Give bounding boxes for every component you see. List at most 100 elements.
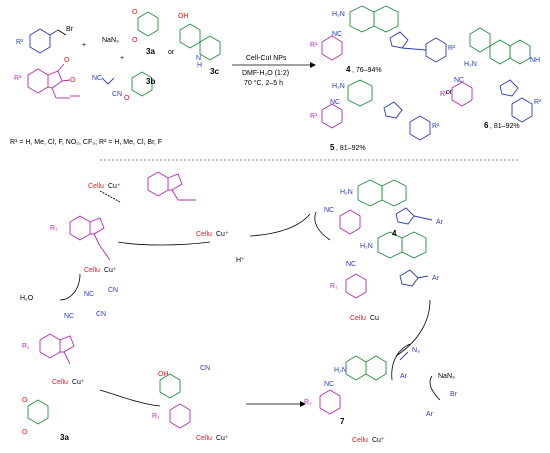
cu-plus-label: Cu⁺ [216,435,229,442]
curved-arrow [117,241,211,246]
h2n-label: H₂N [334,367,347,374]
cn-label: CN [200,365,210,372]
curved-arrow [99,389,161,407]
solvent-label: DMF-H₂O (1:2) [242,70,289,77]
mech-knoevenagel-adduct: NC CN R₁ Cellu Cu⁺ [22,311,106,386]
nc-label: NC [330,99,340,106]
nc-label: NC [92,75,102,82]
product-4-yield: , 76–94% [352,67,382,74]
or-label: or [168,49,175,56]
h2n-label: H₂N [332,83,345,90]
product-5-yield: , 81–92% [336,145,366,152]
oxygen-label: O [70,77,76,84]
nc-label: NC [324,207,334,214]
product-5-structure: H₂N NC R¹ R² [310,79,440,141]
mech-malononitrile: NC CN [84,287,118,298]
oxygen-label: O [22,397,28,404]
cellu-label: Cellu [352,437,368,444]
mech-cu-triazolide: H₂N NC R₁ Ar Cellu Cu [330,231,440,322]
r1-label: R¹ [310,113,318,120]
temp-time-label: 70 °C, 2–5 h [244,79,283,87]
nan3-label: NaN₃ [438,373,455,380]
r1-label: R₁ [330,283,338,290]
curved-arrow [314,211,331,241]
cu-plus-label: Cu⁺ [372,437,385,444]
br-label: Br [450,391,458,398]
product-4-structure: H₂N NC R¹ R² [310,5,456,63]
label-3a: 3a [146,47,155,56]
plus-sign: + [120,55,124,62]
label-3b: 3b [146,77,155,86]
h2n-label: H₂N [340,189,353,196]
r1-label: R¹ [310,42,318,49]
oh-label: OH [158,371,169,378]
br-label: Br [66,26,74,33]
cu-plus-label: Cu⁺ [72,379,85,386]
arrow-head [300,401,306,407]
cellu-label: Cellu [350,315,366,322]
reaction-arrow [232,62,316,68]
malononitrile-structure: NC CN [92,75,122,98]
r1-label: R₁ [50,225,58,232]
cu-plus-label: Cu⁺ [216,231,229,238]
curved-arrow [249,213,311,237]
catalyst-label: Cell-CuI NPs [246,55,287,62]
mech-compound-7: H₂N NC R₁ 7 Cellu Cu⁺ [304,355,387,444]
product-4-label: 4 [346,65,351,74]
ar-label: Ar [400,373,408,380]
h2n-label: H₂N [360,243,373,250]
h2n-label: H₂N [464,61,477,68]
r1-label: R₁ [22,343,30,350]
label-7: 7 [340,417,345,426]
r1-label: R₁ [152,413,160,420]
cu-plus-label: Cu⁺ [108,183,121,190]
cellu-label: Cellu [196,435,212,442]
plus-sign: + [82,42,86,49]
oxygen-label: O [124,95,130,102]
oxygen-label: O [132,9,138,16]
curved-arrow [59,273,81,301]
label-3c: 3c [210,67,219,76]
h2o-label: H₂O [20,295,34,302]
n3-label: N₃ [412,347,420,354]
curved-arrow [429,375,441,401]
oxygen-label: O [132,37,138,44]
nan3-label: NaN₃ [102,37,119,44]
substituents-note: R¹ = H, Me, Cl, F, NO₂, CF₃; R² = H, Me,… [10,139,162,146]
mech-dimedone: O O 3a [22,397,69,442]
r2-label: R² [16,39,24,46]
h-plus-label: H⁺ [236,257,245,264]
oh-label: OH [178,13,189,20]
nc-label: NC [324,381,334,388]
nc-label: NC [84,291,94,298]
pyranone-structure: O 3b [124,71,155,102]
r1-label: R¹ [14,75,22,82]
nh-label: NH [530,57,540,64]
nh-label: N [196,55,201,62]
mech-cu-isatin: Cellu Cu⁺ [88,171,196,203]
cn-label: CN [96,311,106,318]
or-label: or [446,89,453,96]
mech-michael-adduct: OH CN R₁ Cellu Cu⁺ [152,365,229,442]
ar-label: Ar [432,275,440,282]
h2n-label: H₂N [332,11,345,18]
nc-label: NC [346,261,356,268]
product-5-label: 5 [330,143,335,152]
nc-label: NC [332,31,342,38]
label-4: 4 [392,229,397,238]
r2-label: R² [432,123,440,130]
mech-benzyl-azide: N₃ Ar NaN₃ Br Ar [399,347,458,418]
product-6-yield: , 81–92% [490,123,520,130]
cu-label: Cu [370,315,379,322]
cellu-label: Cellu [84,267,100,274]
r1-label: R₁ [304,399,312,406]
nc-label: NC [454,77,464,84]
r2-label: R² [534,99,542,106]
cellu-label: Cellu [88,183,104,190]
ar-label: Ar [436,219,444,226]
nc-label: NC [64,313,74,320]
r2-label: R² [448,45,456,52]
product-6-label: 6 [484,121,489,130]
cu-plus-label: Cu⁺ [104,267,117,274]
